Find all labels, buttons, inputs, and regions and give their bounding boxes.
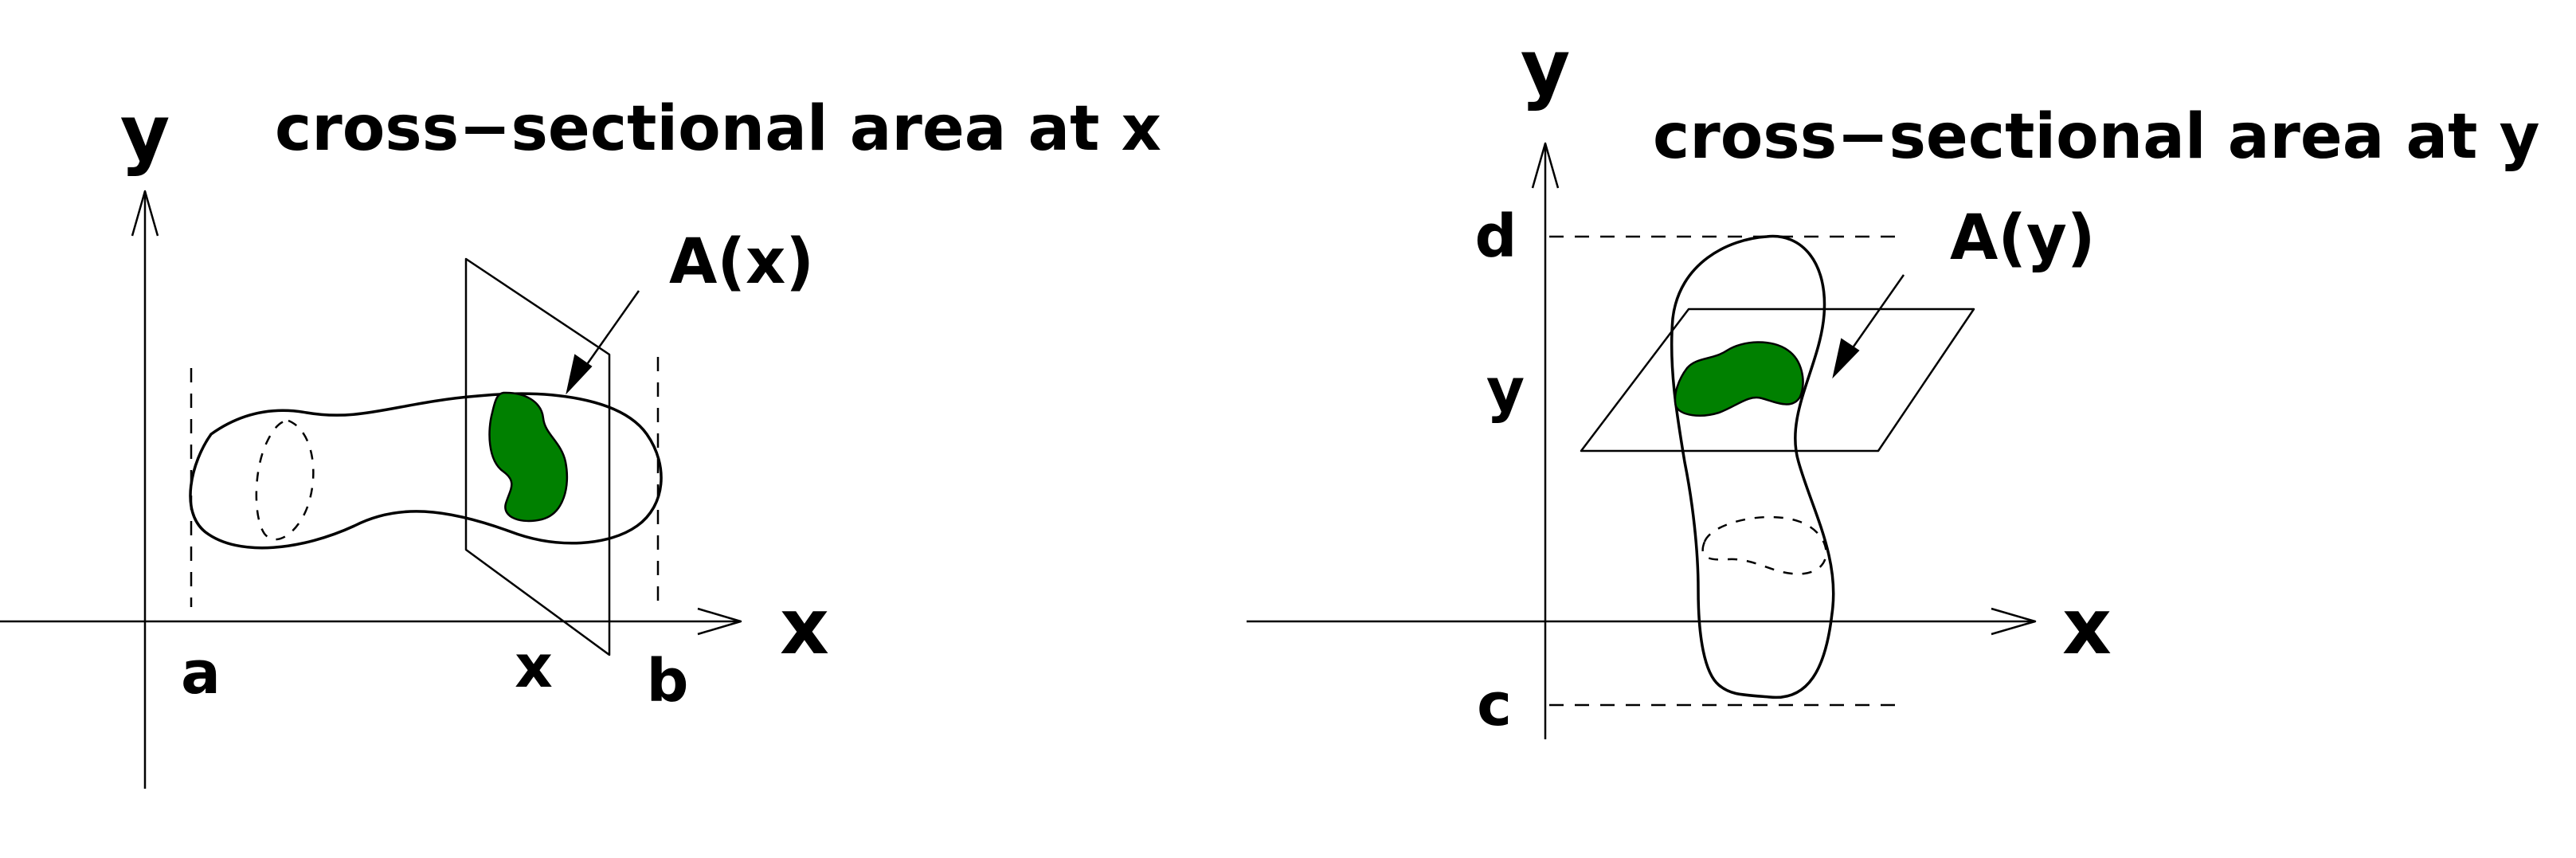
right-x-axis-arrowhead — [1991, 607, 2037, 636]
right-panel: y x cross−sectional area at y A(y) d y c — [1247, 23, 2539, 739]
right-hidden-ellipse — [1701, 515, 1827, 575]
right-tick-y: y — [1486, 356, 1525, 425]
left-area-label: A(x) — [669, 226, 814, 298]
right-area-label: A(y) — [1950, 202, 2096, 274]
left-panel: y x cross−sectional area at x A(x) a x b — [0, 88, 1161, 789]
left-tick-b: b — [647, 647, 689, 715]
right-tick-d: d — [1475, 202, 1517, 271]
left-area-pointer-head — [566, 354, 593, 395]
left-area-pointer — [578, 290, 640, 375]
left-x-axis-arrowhead — [697, 607, 742, 636]
right-title: cross−sectional area at y — [1653, 101, 2539, 173]
right-y-axis-label: y — [1521, 23, 1571, 112]
right-cross-section-region — [1674, 341, 1804, 417]
left-solid-outline — [189, 392, 663, 550]
left-cutting-plane — [464, 257, 611, 656]
left-x-axis-label: x — [780, 582, 829, 672]
right-solid-outline — [1670, 234, 1835, 699]
left-tick-a: a — [181, 639, 221, 707]
left-y-axis-label: y — [120, 88, 170, 178]
left-title: cross−sectional area at x — [275, 93, 1161, 165]
left-hidden-ellipse — [255, 419, 315, 541]
right-x-axis-label: x — [2062, 582, 2112, 672]
left-cross-section-region — [488, 391, 569, 523]
right-area-pointer — [1846, 274, 1905, 355]
right-area-pointer-head — [1832, 338, 1860, 379]
right-y-axis-arrowhead — [1531, 142, 1560, 189]
left-tick-x: x — [515, 633, 553, 701]
left-y-axis-arrowhead — [131, 190, 159, 237]
right-tick-c: c — [1477, 671, 1512, 739]
